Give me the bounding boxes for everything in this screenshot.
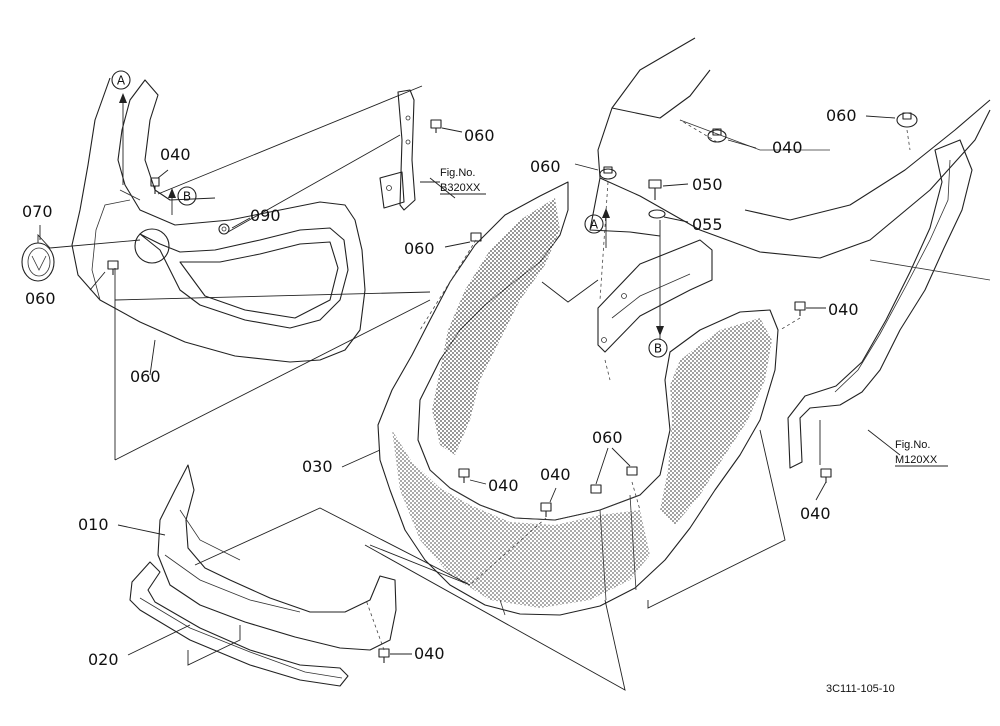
callout-040-cover-mid: 040	[540, 465, 571, 484]
callout-060-right: 060	[826, 106, 857, 125]
callout-060-center: 060	[530, 157, 561, 176]
figure-ref-code: B320XX	[440, 182, 481, 194]
callout-040-bonnet: 040	[772, 138, 803, 157]
marker-b-bottom: B	[648, 338, 668, 358]
bracket-b320xx	[379, 89, 416, 211]
figure-ref-prefix: Fig.No.	[440, 167, 475, 179]
marker-b-label: B	[654, 342, 662, 356]
figure-ref-b320xx: Fig.No. B320XX	[420, 167, 486, 195]
bonnet-outline	[589, 37, 991, 259]
fasteners	[107, 112, 918, 663]
marker-a-label: A	[117, 74, 126, 88]
callout-055: 055	[692, 215, 723, 234]
callout-040-lower-right: 040	[800, 504, 831, 523]
marker-a-label: A	[590, 218, 599, 232]
callout-060-bracket: 060	[464, 126, 495, 145]
direction-arrows	[119, 93, 664, 340]
callout-leaders	[39, 115, 896, 656]
front-cover-030	[377, 181, 779, 616]
emblem-080	[21, 242, 55, 282]
figure-ref-m120xx: Fig.No. M120XX	[895, 439, 948, 467]
callout-060-cover-pair: 060	[592, 428, 623, 447]
callout-040-panel: 040	[828, 300, 859, 319]
figure-ref-prefix: Fig.No.	[895, 439, 930, 451]
callout-040-cover-left: 040	[488, 476, 519, 495]
rubber-strip-020	[129, 561, 349, 687]
marker-a-right: A	[584, 214, 604, 234]
callout-070: 060	[130, 367, 161, 386]
front-bumper-010	[157, 464, 397, 651]
callout-030: 030	[302, 457, 333, 476]
assembly-lines	[37, 85, 911, 691]
callout-050: 050	[692, 175, 723, 194]
callout-020: 020	[88, 650, 119, 669]
callout-080: 070	[22, 202, 53, 221]
callout-090: 090	[250, 206, 281, 225]
callout-040-frame: 040	[160, 145, 191, 164]
marker-b-left: B	[177, 186, 197, 206]
side-panel-right	[787, 139, 991, 469]
marker-b-label: B	[183, 190, 191, 204]
callout-040-bumper: 040	[414, 644, 445, 663]
marker-a-top: A	[111, 70, 131, 90]
callout-060-cover: 060	[404, 239, 435, 258]
drawing-id: 3C111-105-10	[826, 683, 895, 695]
callout-060-left: 060	[25, 289, 56, 308]
figure-ref-code: M120XX	[895, 454, 938, 466]
callout-010: 010	[78, 515, 109, 534]
front-grille-frame-070	[71, 77, 366, 363]
bracket-plate	[597, 239, 713, 353]
